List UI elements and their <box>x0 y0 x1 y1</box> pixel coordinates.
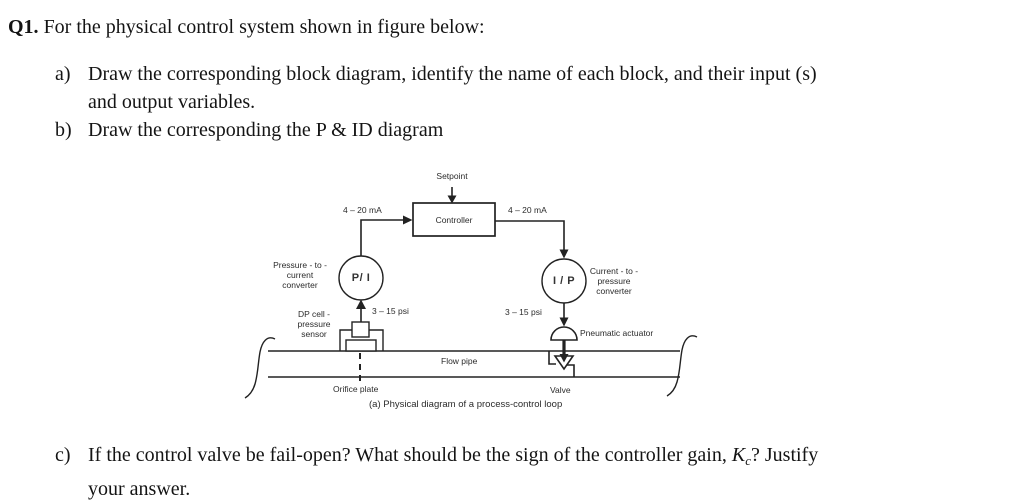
item-b-label: b) <box>55 119 72 141</box>
question-number: Q1. <box>8 16 39 38</box>
pipe-break-left <box>244 337 276 399</box>
question-intro: For the physical control system shown in… <box>43 16 485 38</box>
item-c-label: c) <box>55 444 71 466</box>
item-c-text-after: ? Justify <box>751 444 819 466</box>
signal-right-label: 4 – 20 mA <box>508 205 547 215</box>
flow-pipe-label: Flow pipe <box>441 356 478 366</box>
process-control-diagram <box>244 187 698 399</box>
question-heading: Q1. For the physical control system show… <box>8 13 485 41</box>
psi-right-label: 3 – 15 psi <box>505 307 542 317</box>
controller-box <box>412 202 496 237</box>
valve-seat-left <box>548 351 556 365</box>
dp-to-pi-arrowhead <box>356 299 366 309</box>
ip-converter-label: Current - to - pressure converter <box>589 266 639 296</box>
dp-impulse-line-right <box>369 329 384 351</box>
controller-gain-symbol: K <box>731 444 746 466</box>
dp-cell-label: DP cell - pressure sensor <box>297 309 331 339</box>
item-b-text: Draw the corresponding the P & ID diagra… <box>88 119 444 141</box>
pi-to-controller-wire <box>360 219 404 256</box>
pi-converter-label: Pressure - to - current converter <box>273 260 327 290</box>
signal-left-label: 4 – 20 mA <box>343 205 382 215</box>
item-a-line1: Draw the corresponding block diagram, id… <box>88 63 817 85</box>
controller-to-ip-wire <box>495 220 565 250</box>
dp-manifold <box>345 339 377 352</box>
actuator-input-arrowhead <box>559 317 569 327</box>
dp-cell-box <box>351 321 370 338</box>
item-c-text-before: If the control valve be fail-open? What … <box>88 444 732 466</box>
pi-circle-text: P/ I <box>351 272 371 284</box>
pneumatic-actuator-label: Pneumatic actuator <box>580 328 654 338</box>
valve-seat-right <box>567 364 575 377</box>
figure-caption: (a) Physical diagram of a process-contro… <box>369 399 563 410</box>
setpoint-arrowhead <box>447 195 457 204</box>
controller-gain-subscript: c <box>745 453 751 468</box>
psi-left-label: 3 – 15 psi <box>372 306 409 316</box>
orifice-plate-label: Orifice plate <box>333 384 379 394</box>
valve-label: Valve <box>550 385 571 395</box>
dp-impulse-line-left <box>339 329 352 351</box>
item-c-line2: your answer. <box>88 478 191 500</box>
valve-plug-triangle <box>553 355 575 371</box>
pneumatic-actuator-dome <box>550 326 578 341</box>
item-b: b) Draw the corresponding the P & ID dia… <box>55 116 443 144</box>
ip-input-arrowhead <box>559 249 569 259</box>
item-a-label: a) <box>55 63 71 85</box>
controller-label: Controller <box>435 214 473 225</box>
item-c: c) If the control valve be fail-open? Wh… <box>55 441 818 503</box>
controller-input-arrowhead <box>403 215 413 225</box>
item-c-line1: If the control valve be fail-open? What … <box>88 441 818 475</box>
ip-circle-text: I / P <box>552 275 576 287</box>
pipe-break-right <box>666 335 698 397</box>
item-a-line2: and output variables. <box>88 91 256 113</box>
item-a: a) Draw the corresponding block diagram,… <box>55 60 817 116</box>
setpoint-label: Setpoint <box>436 171 468 181</box>
